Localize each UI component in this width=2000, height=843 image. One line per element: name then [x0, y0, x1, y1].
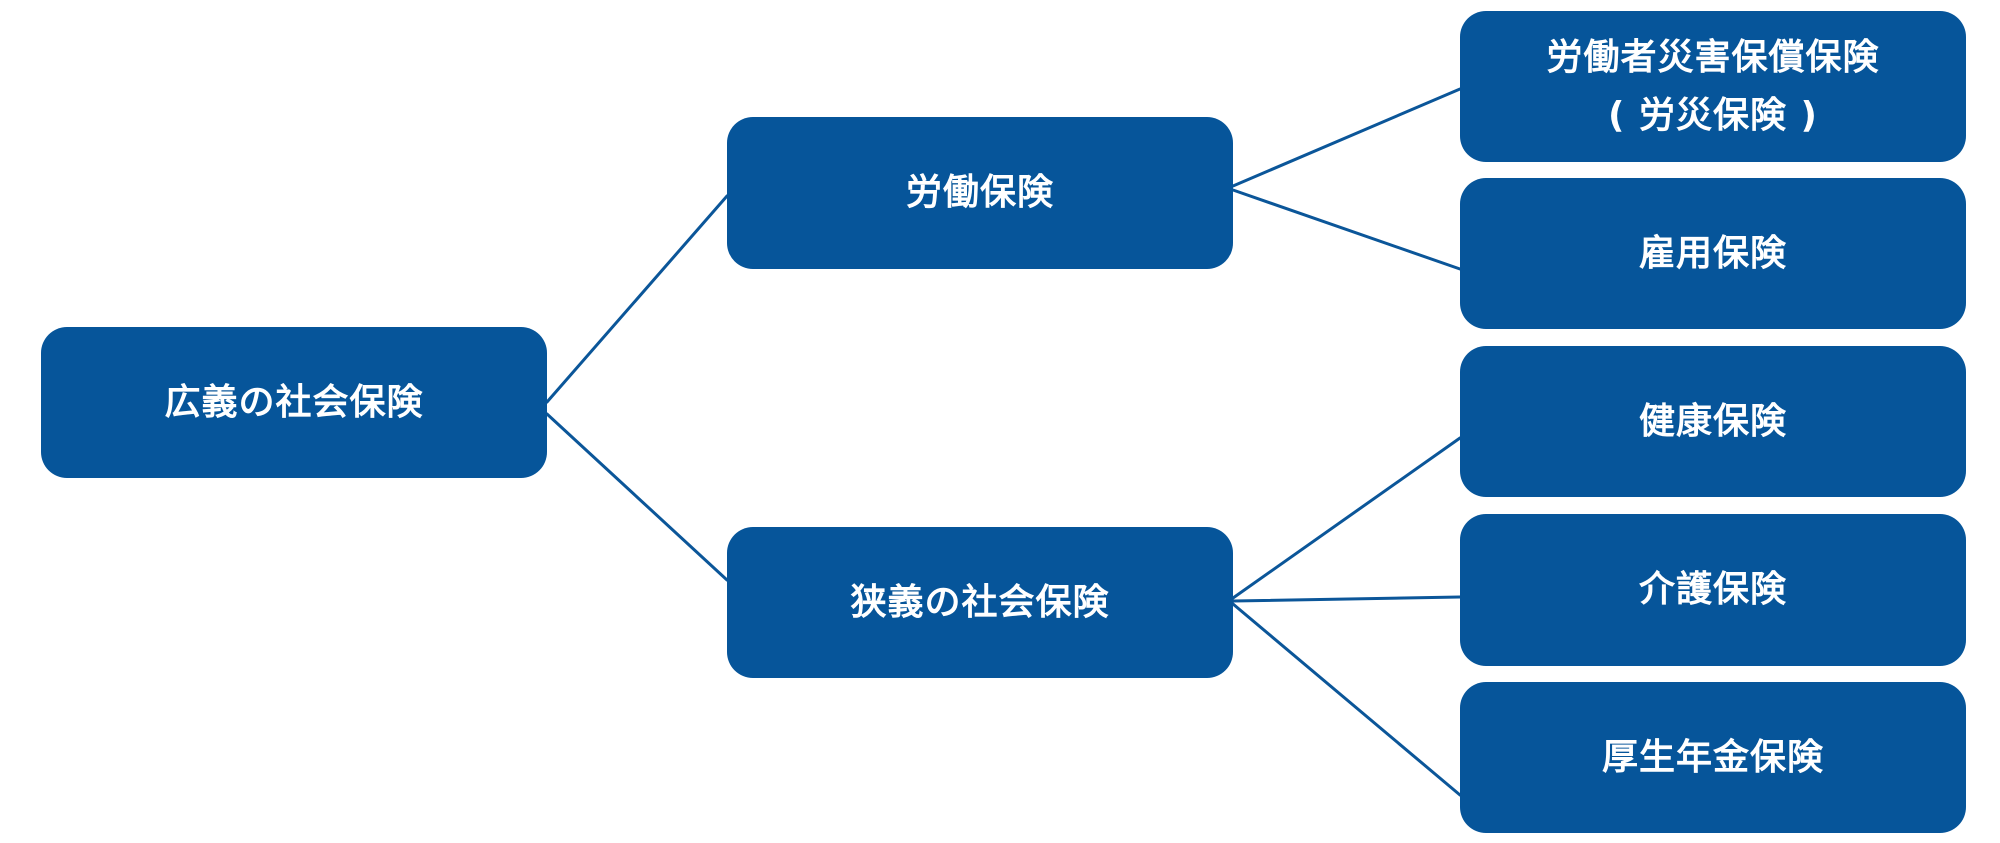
node-label-line1: 労働者災害保償保険: [1546, 36, 1880, 78]
connector-labor-to-employment: [1231, 188, 1462, 271]
node-label: 厚生年金保険: [1601, 736, 1824, 778]
node-labor-insurance: 労働保険: [727, 117, 1233, 269]
node-label: 広義の社会保険: [164, 381, 424, 423]
node-label-line2: ( 労災保険 ): [1608, 94, 1818, 136]
node-label: 雇用保険: [1638, 232, 1787, 274]
connector-labor-to-workers-comp: [1231, 87, 1462, 188]
node-employment-insurance: 雇用保険: [1460, 178, 1966, 329]
connector-narrow-to-pension: [1231, 602, 1462, 797]
connector-root-to-narrow: [545, 412, 729, 582]
node-long-term-care-insurance: 介護保険: [1460, 514, 1966, 666]
node-health-insurance: 健康保険: [1460, 346, 1966, 497]
connector-root-to-labor: [545, 194, 729, 404]
node-narrow-social-insurance: 狭義の社会保険: [727, 527, 1233, 678]
node-workers-compensation-insurance: 労働者災害保償保険 ( 労災保険 ): [1460, 11, 1966, 162]
node-label: 労働保険: [905, 172, 1054, 214]
node-employees-pension-insurance: 厚生年金保険: [1460, 682, 1966, 833]
node-label: 狭義の社会保険: [850, 581, 1110, 623]
connector-narrow-to-health: [1231, 436, 1462, 600]
node-broad-social-insurance: 広義の社会保険: [41, 327, 547, 478]
node-label: 介護保険: [1638, 569, 1787, 611]
connector-narrow-to-care: [1231, 595, 1462, 603]
node-label: 健康保険: [1638, 400, 1787, 442]
